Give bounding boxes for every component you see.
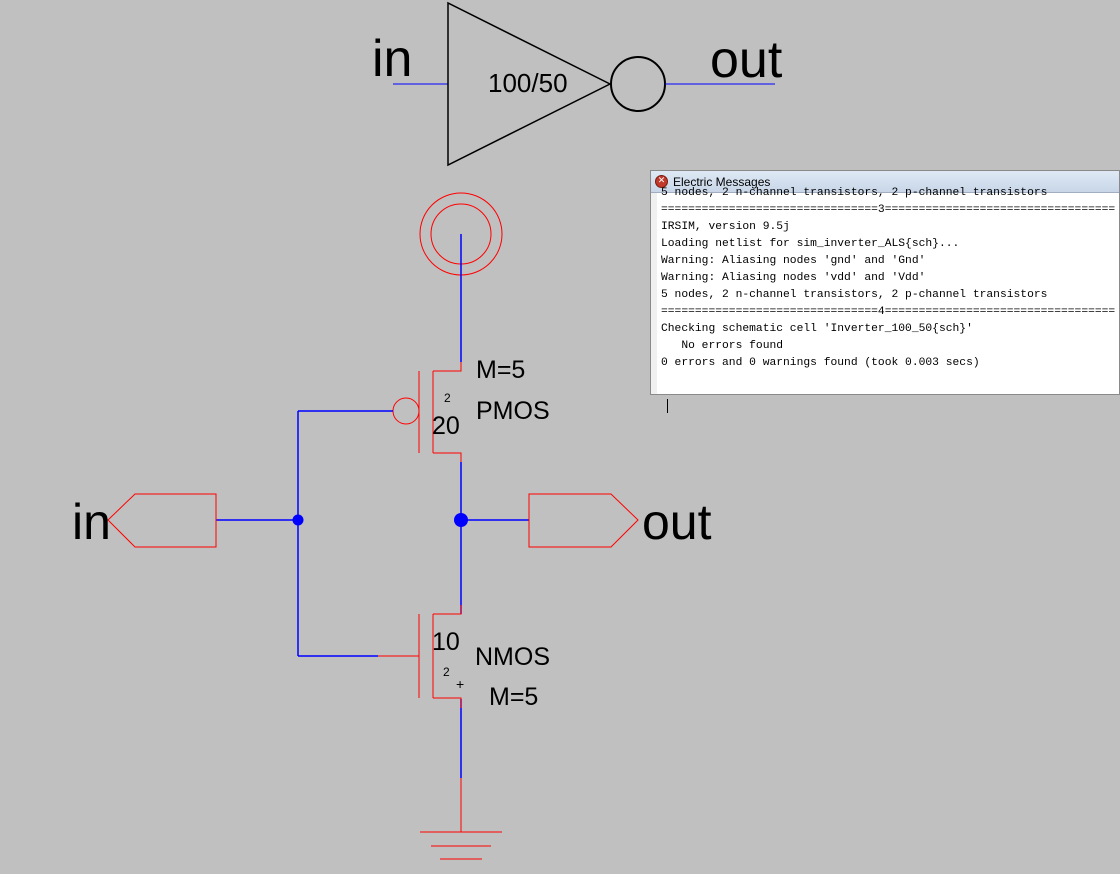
nmos-length-label: 2 [443, 665, 450, 679]
message-line: No errors found [661, 340, 784, 352]
message-line: Loading netlist for sim_inverter_ALS{sch… [661, 238, 960, 250]
inverter-icon-symbol[interactable]: in out 100/50 [372, 1, 783, 167]
pmos-width-label: 20 [432, 412, 460, 440]
inverter-triangle[interactable] [447, 1, 612, 167]
pmos-transistor[interactable] [392, 362, 462, 462]
wires [216, 410, 529, 778]
messages-titlebar[interactable]: ✕ Electric Messages [651, 171, 1119, 193]
message-line: Warning: Aliasing nodes 'vdd' and 'Vdd' [661, 272, 926, 284]
message-line: IRSIM, version 9.5j [661, 221, 790, 233]
message-line: 5 nodes, 2 n-channel transistors, 2 p-ch… [661, 187, 1048, 199]
junction-node-in[interactable] [292, 514, 304, 526]
message-line: ================================3=======… [661, 204, 1116, 216]
messages-title: Electric Messages [673, 174, 771, 189]
close-icon[interactable]: ✕ [655, 175, 668, 188]
icon-in-label: in [372, 30, 412, 88]
pmos-type-label: PMOS [476, 397, 550, 425]
nmos-mult-label: M=5 [489, 683, 538, 711]
icon-size-label: 100/50 [488, 68, 568, 98]
crosshair-cursor: + [456, 676, 464, 692]
junction-node-out[interactable] [454, 513, 468, 527]
message-line: Warning: Aliasing nodes 'gnd' and 'Gnd' [661, 255, 926, 267]
pmos-length-label: 2 [444, 391, 451, 405]
messages-text-area[interactable]: 5 nodes, 2 n-channel transistors, 2 p-ch… [657, 187, 1119, 413]
message-line: ================================4=======… [661, 306, 1116, 318]
message-line: 0 errors and 0 warnings found (took 0.00… [661, 357, 980, 369]
message-line: 5 nodes, 2 n-channel transistors, 2 p-ch… [661, 289, 1048, 301]
messages-window[interactable]: ✕ Electric Messages 5 nodes, 2 n-channel… [650, 170, 1120, 413]
icon-out-label: out [710, 31, 783, 89]
in-export-label: in [72, 494, 111, 550]
out-export-pin[interactable] [528, 493, 639, 548]
pmos-mult-label: M=5 [476, 356, 525, 384]
text-caret [667, 399, 668, 413]
out-export-label: out [642, 494, 712, 550]
inverter-bubble[interactable] [610, 56, 666, 112]
pmos-gate-bubble [392, 397, 420, 425]
ground-symbol[interactable] [420, 778, 502, 860]
message-line: Checking schematic cell 'Inverter_100_50… [661, 323, 973, 335]
in-export-pin[interactable] [107, 493, 217, 548]
nmos-width-label: 10 [432, 628, 460, 656]
nmos-type-label: NMOS [475, 643, 550, 671]
nmos-transistor[interactable] [378, 605, 462, 708]
